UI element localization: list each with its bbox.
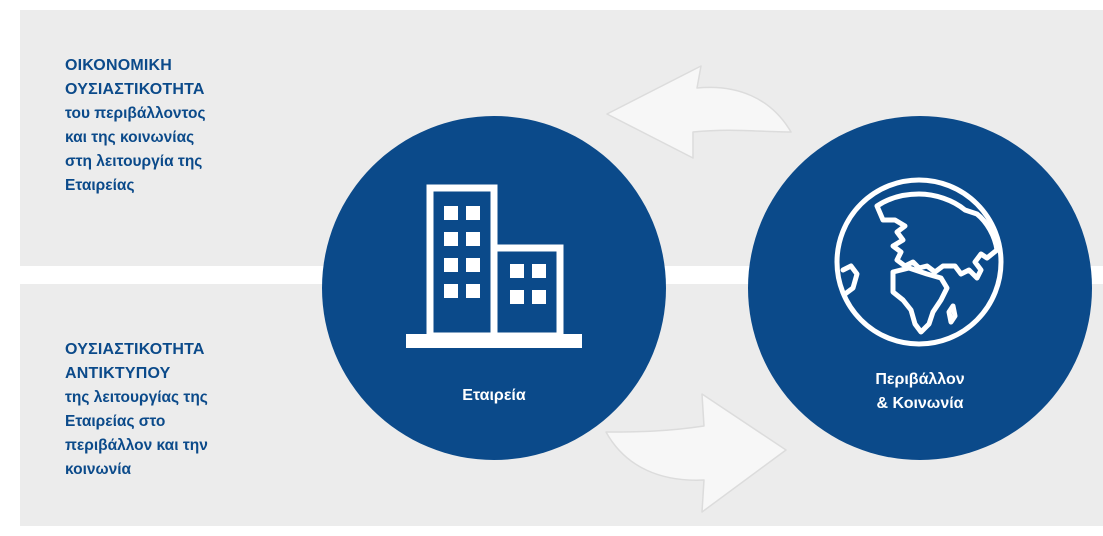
financial-materiality-description-line: Εταιρείας bbox=[65, 177, 135, 194]
impact-materiality-heading-line: ΟΥΣΙΑΣΤΙΚΟΤΗΤΑ bbox=[65, 341, 205, 358]
company-label: Εταιρεία bbox=[462, 387, 526, 404]
company-node: Εταιρεία bbox=[322, 116, 666, 460]
financial-materiality-heading-line: ΟΥΣΙΑΣΤΙΚΟΤΗΤΑ bbox=[65, 81, 205, 98]
impact-materiality-description-line: Εταιρείας στο bbox=[65, 413, 166, 430]
curved-arrow-left-icon bbox=[606, 65, 792, 159]
financial-materiality-heading-line: ΟΙΚΟΝΟΜΙΚΗ bbox=[65, 57, 173, 74]
environment-society-node: Περιβάλλον & Κοινωνία bbox=[748, 116, 1092, 460]
environment-society-label: Περιβάλλον & Κοινωνία bbox=[748, 368, 1092, 416]
environment-society-label-line: & Κοινωνία bbox=[876, 395, 964, 412]
environment-society-label-line: Περιβάλλον bbox=[875, 371, 965, 388]
curved-arrow-right-icon bbox=[605, 393, 787, 513]
impact-materiality-description-line: της λειτουργίας της bbox=[65, 389, 208, 406]
impact-materiality-heading-line: ΑΝΤΙΚΤΥΠΟΥ bbox=[65, 365, 171, 382]
impact-materiality-text: ΟΥΣΙΑΣΤΙΚΟΤΗΤΑ ΑΝΤΙΚΤΥΠΟΥ της λειτουργία… bbox=[65, 338, 295, 482]
impact-materiality-description-line: κοινωνία bbox=[65, 461, 132, 478]
building-icon bbox=[406, 184, 582, 348]
financial-materiality-description-line: και της κοινωνίας bbox=[65, 129, 195, 146]
financial-materiality-text: ΟΙΚΟΝΟΜΙΚΗ ΟΥΣΙΑΣΤΙΚΟΤΗΤΑ του περιβάλλον… bbox=[65, 54, 295, 198]
globe-icon bbox=[834, 177, 1004, 347]
financial-materiality-description-line: του περιβάλλοντος bbox=[65, 105, 206, 122]
financial-materiality-description-line: στη λειτουργία της bbox=[65, 153, 203, 170]
impact-materiality-description-line: περιβάλλον και την bbox=[65, 437, 208, 454]
